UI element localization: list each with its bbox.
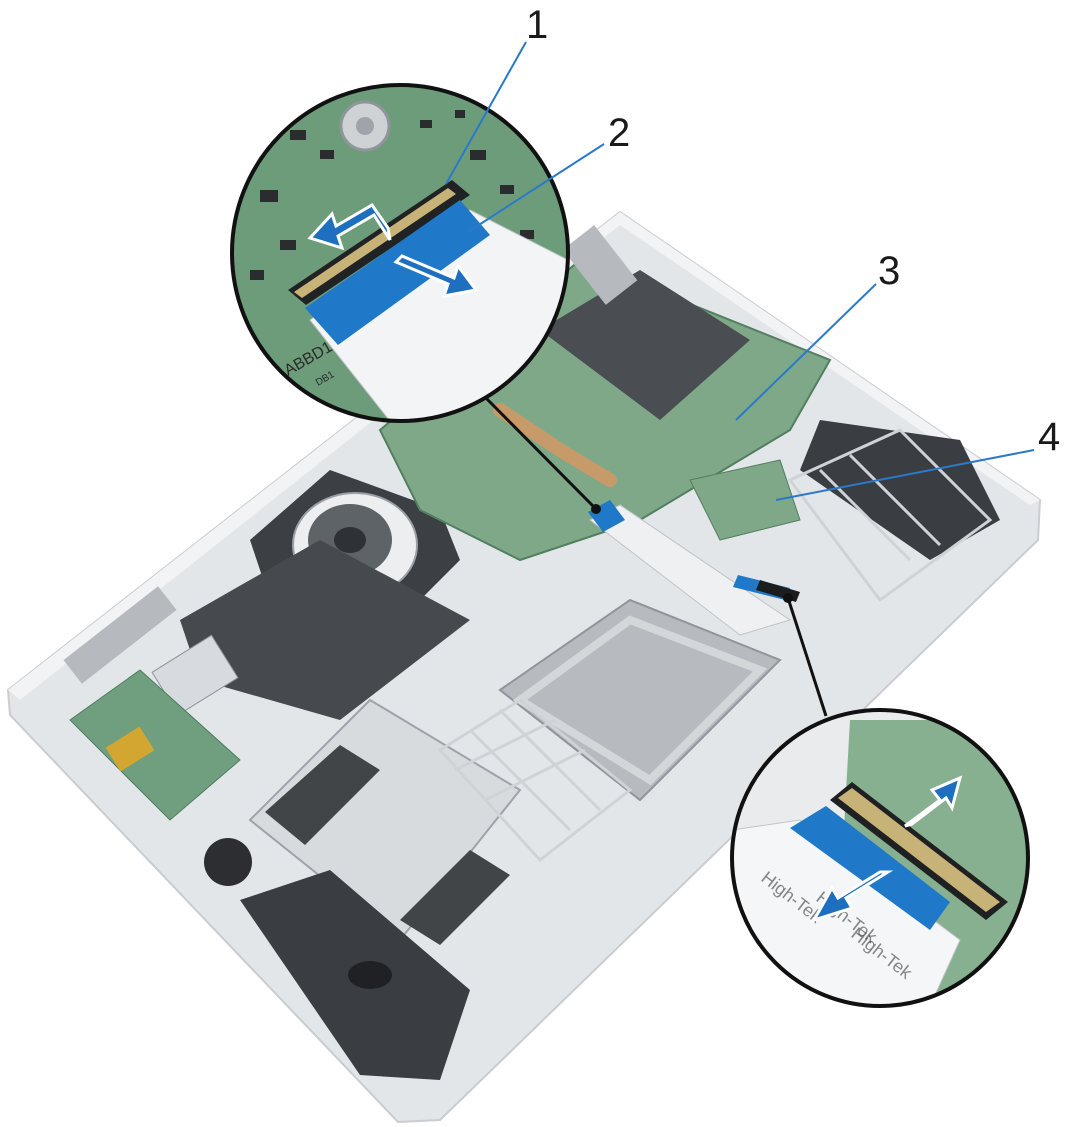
- callout-line-4: [775, 449, 1035, 501]
- sd-card-slot: [105, 726, 155, 772]
- touchpad-bracket: [512, 615, 768, 786]
- leader-dot-bottom: [783, 593, 793, 603]
- callout-number-2: 2: [608, 111, 630, 155]
- arrow-lift-latch: [307, 203, 392, 251]
- processor-shield: [540, 270, 750, 420]
- palmrest-ribs: [437, 428, 993, 863]
- coin-cell-battery: [204, 838, 252, 886]
- right-hinge: [562, 225, 638, 305]
- palmrest-top-edge: [8, 212, 1040, 700]
- heat-pipe: [493, 403, 617, 487]
- arrow-lift-latch-b: [904, 775, 963, 828]
- leader-line-top: [480, 392, 598, 511]
- io-board: [69, 669, 241, 821]
- palmrest-assembly: [6, 210, 1042, 1124]
- callout-line-1: [445, 41, 527, 185]
- arrow-pull-cable-b: [810, 870, 894, 923]
- cable-blue-tab: [305, 200, 490, 345]
- callout-line-2: [467, 143, 605, 233]
- callout-line-3: [735, 283, 877, 421]
- speaker-port: [348, 961, 392, 989]
- touchpad-board: [689, 459, 801, 541]
- leader-line-bottom: [786, 597, 828, 717]
- leader-dot-top: [591, 504, 601, 514]
- flat-cable-b: [732, 819, 961, 1006]
- zoom-inset-system-board: ABBD1 DB1: [230, 83, 570, 423]
- zoom-inset-touchpad-board: High-Tek High-Tek High-Tek: [730, 708, 1030, 1008]
- callout-number-3: 3: [878, 249, 900, 293]
- arrow-pull-cable: [393, 254, 479, 298]
- heat-sink: [180, 540, 470, 720]
- callout-number-4: 4: [1038, 415, 1060, 459]
- callout-number-1: 1: [526, 3, 548, 47]
- left-hinge: [63, 586, 177, 684]
- hard-drive: [248, 698, 522, 945]
- cable-blue-tab-b: [790, 806, 950, 930]
